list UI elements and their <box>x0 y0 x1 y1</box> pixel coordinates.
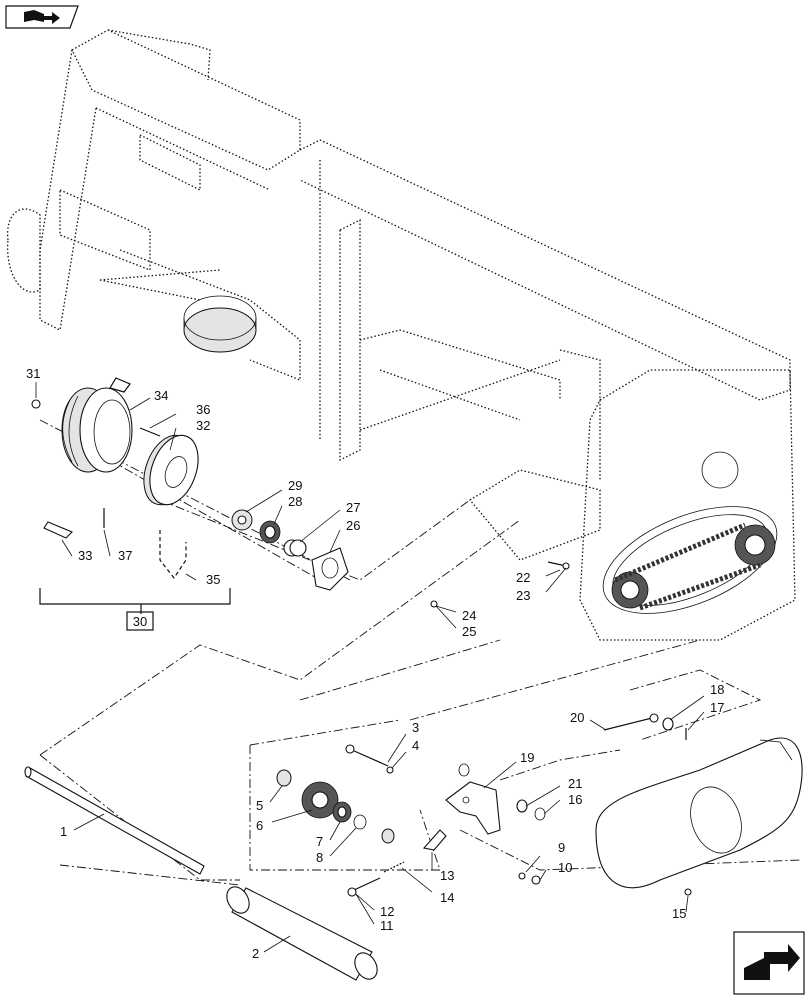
callout-14: 14 <box>440 890 454 905</box>
part-35-chain[interactable] <box>159 530 187 580</box>
callout-21: 21 <box>568 776 582 791</box>
callout-12: 12 <box>380 904 394 919</box>
callout-6: 6 <box>256 818 263 833</box>
callout-3: 3 <box>412 720 419 735</box>
callout-25: 25 <box>462 624 476 639</box>
callout-23: 23 <box>516 588 530 603</box>
callout-10: 10 <box>558 860 572 875</box>
part-8-snap-ring[interactable] <box>353 814 367 830</box>
callout-27: 27 <box>346 500 360 515</box>
callout-33: 33 <box>78 548 92 563</box>
part-18-washer[interactable] <box>662 717 674 731</box>
callout-4: 4 <box>412 738 419 753</box>
part-6-sprocket[interactable] <box>301 781 339 819</box>
part-9-bolt[interactable] <box>518 872 526 880</box>
part-32-flange[interactable] <box>135 429 207 512</box>
callout-28: 28 <box>288 494 302 509</box>
part-chain-shield[interactable] <box>595 737 803 889</box>
part-21-washer[interactable] <box>516 799 528 813</box>
part-26-bearing-flange[interactable] <box>311 547 349 591</box>
callout-31: 31 <box>26 366 40 381</box>
callout-7: 7 <box>316 834 323 849</box>
part-24-washer[interactable] <box>430 600 438 608</box>
callout-17: 17 <box>710 700 724 715</box>
callout-36: 36 <box>196 402 210 417</box>
callout-34: 34 <box>154 388 168 403</box>
part-3-bolt[interactable] <box>345 744 389 767</box>
callout-35: 35 <box>206 572 220 587</box>
part-27-spacer[interactable] <box>283 539 307 557</box>
part-28-seal[interactable] <box>259 520 281 544</box>
callout-37: 37 <box>118 548 132 563</box>
callout-18: 18 <box>710 682 724 697</box>
part-4-nut[interactable] <box>386 766 394 774</box>
part-16-ring[interactable] <box>534 807 546 821</box>
callout-5: 5 <box>256 798 263 813</box>
callout-24: 24 <box>462 608 476 623</box>
callout-8: 8 <box>316 850 323 865</box>
part-36-pin[interactable] <box>139 427 161 437</box>
part-5-collar[interactable] <box>276 769 292 787</box>
callout-13: 13 <box>440 868 454 883</box>
part-31-bolt[interactable] <box>31 399 41 409</box>
part-1-shaft[interactable] <box>24 766 205 875</box>
assembly-bracket <box>39 588 231 614</box>
part-7-bearing[interactable] <box>332 801 352 823</box>
part-19-bracket[interactable] <box>445 781 501 835</box>
callout-1: 1 <box>60 824 67 839</box>
part-22-bolt[interactable] <box>547 561 570 570</box>
callout-9: 9 <box>558 840 565 855</box>
next-page-arrow-icon[interactable] <box>733 931 805 995</box>
part-2-tube[interactable] <box>222 883 381 983</box>
callout-32: 32 <box>196 418 210 433</box>
callout-16: 16 <box>568 792 582 807</box>
callout-11: 11 <box>380 918 394 933</box>
book-arrow-icon[interactable] <box>5 5 79 29</box>
callout-2: 2 <box>252 946 259 961</box>
callout-29: 29 <box>288 478 302 493</box>
part-12-bolt[interactable] <box>347 877 381 897</box>
part-15-bolt[interactable] <box>684 888 692 896</box>
leader-lines <box>35 382 705 953</box>
part-13-lever[interactable] <box>422 829 447 851</box>
part-10-nut[interactable] <box>531 875 541 885</box>
part-ring-left[interactable] <box>458 763 470 777</box>
part-20-shaft[interactable] <box>603 713 659 731</box>
part-34-drum[interactable] <box>61 377 133 473</box>
part-29-bearing[interactable] <box>231 509 253 531</box>
svg-text:30: 30 <box>133 614 147 629</box>
alignment-lines <box>39 419 801 886</box>
part-collar-2[interactable] <box>381 828 395 844</box>
callout-15: 15 <box>672 906 686 921</box>
part-33-clip[interactable] <box>43 521 73 539</box>
callout-22: 22 <box>516 570 530 585</box>
callout-26: 26 <box>346 518 360 533</box>
callout-labels: 31 34 36 32 33 37 35 29 28 27 26 22 23 2… <box>26 366 724 961</box>
callout-19: 19 <box>520 750 534 765</box>
part-14-spring[interactable] <box>383 861 405 873</box>
assembly-box-30[interactable]: 30 <box>126 611 154 631</box>
header-frame <box>6 29 796 641</box>
callout-20: 20 <box>570 710 584 725</box>
